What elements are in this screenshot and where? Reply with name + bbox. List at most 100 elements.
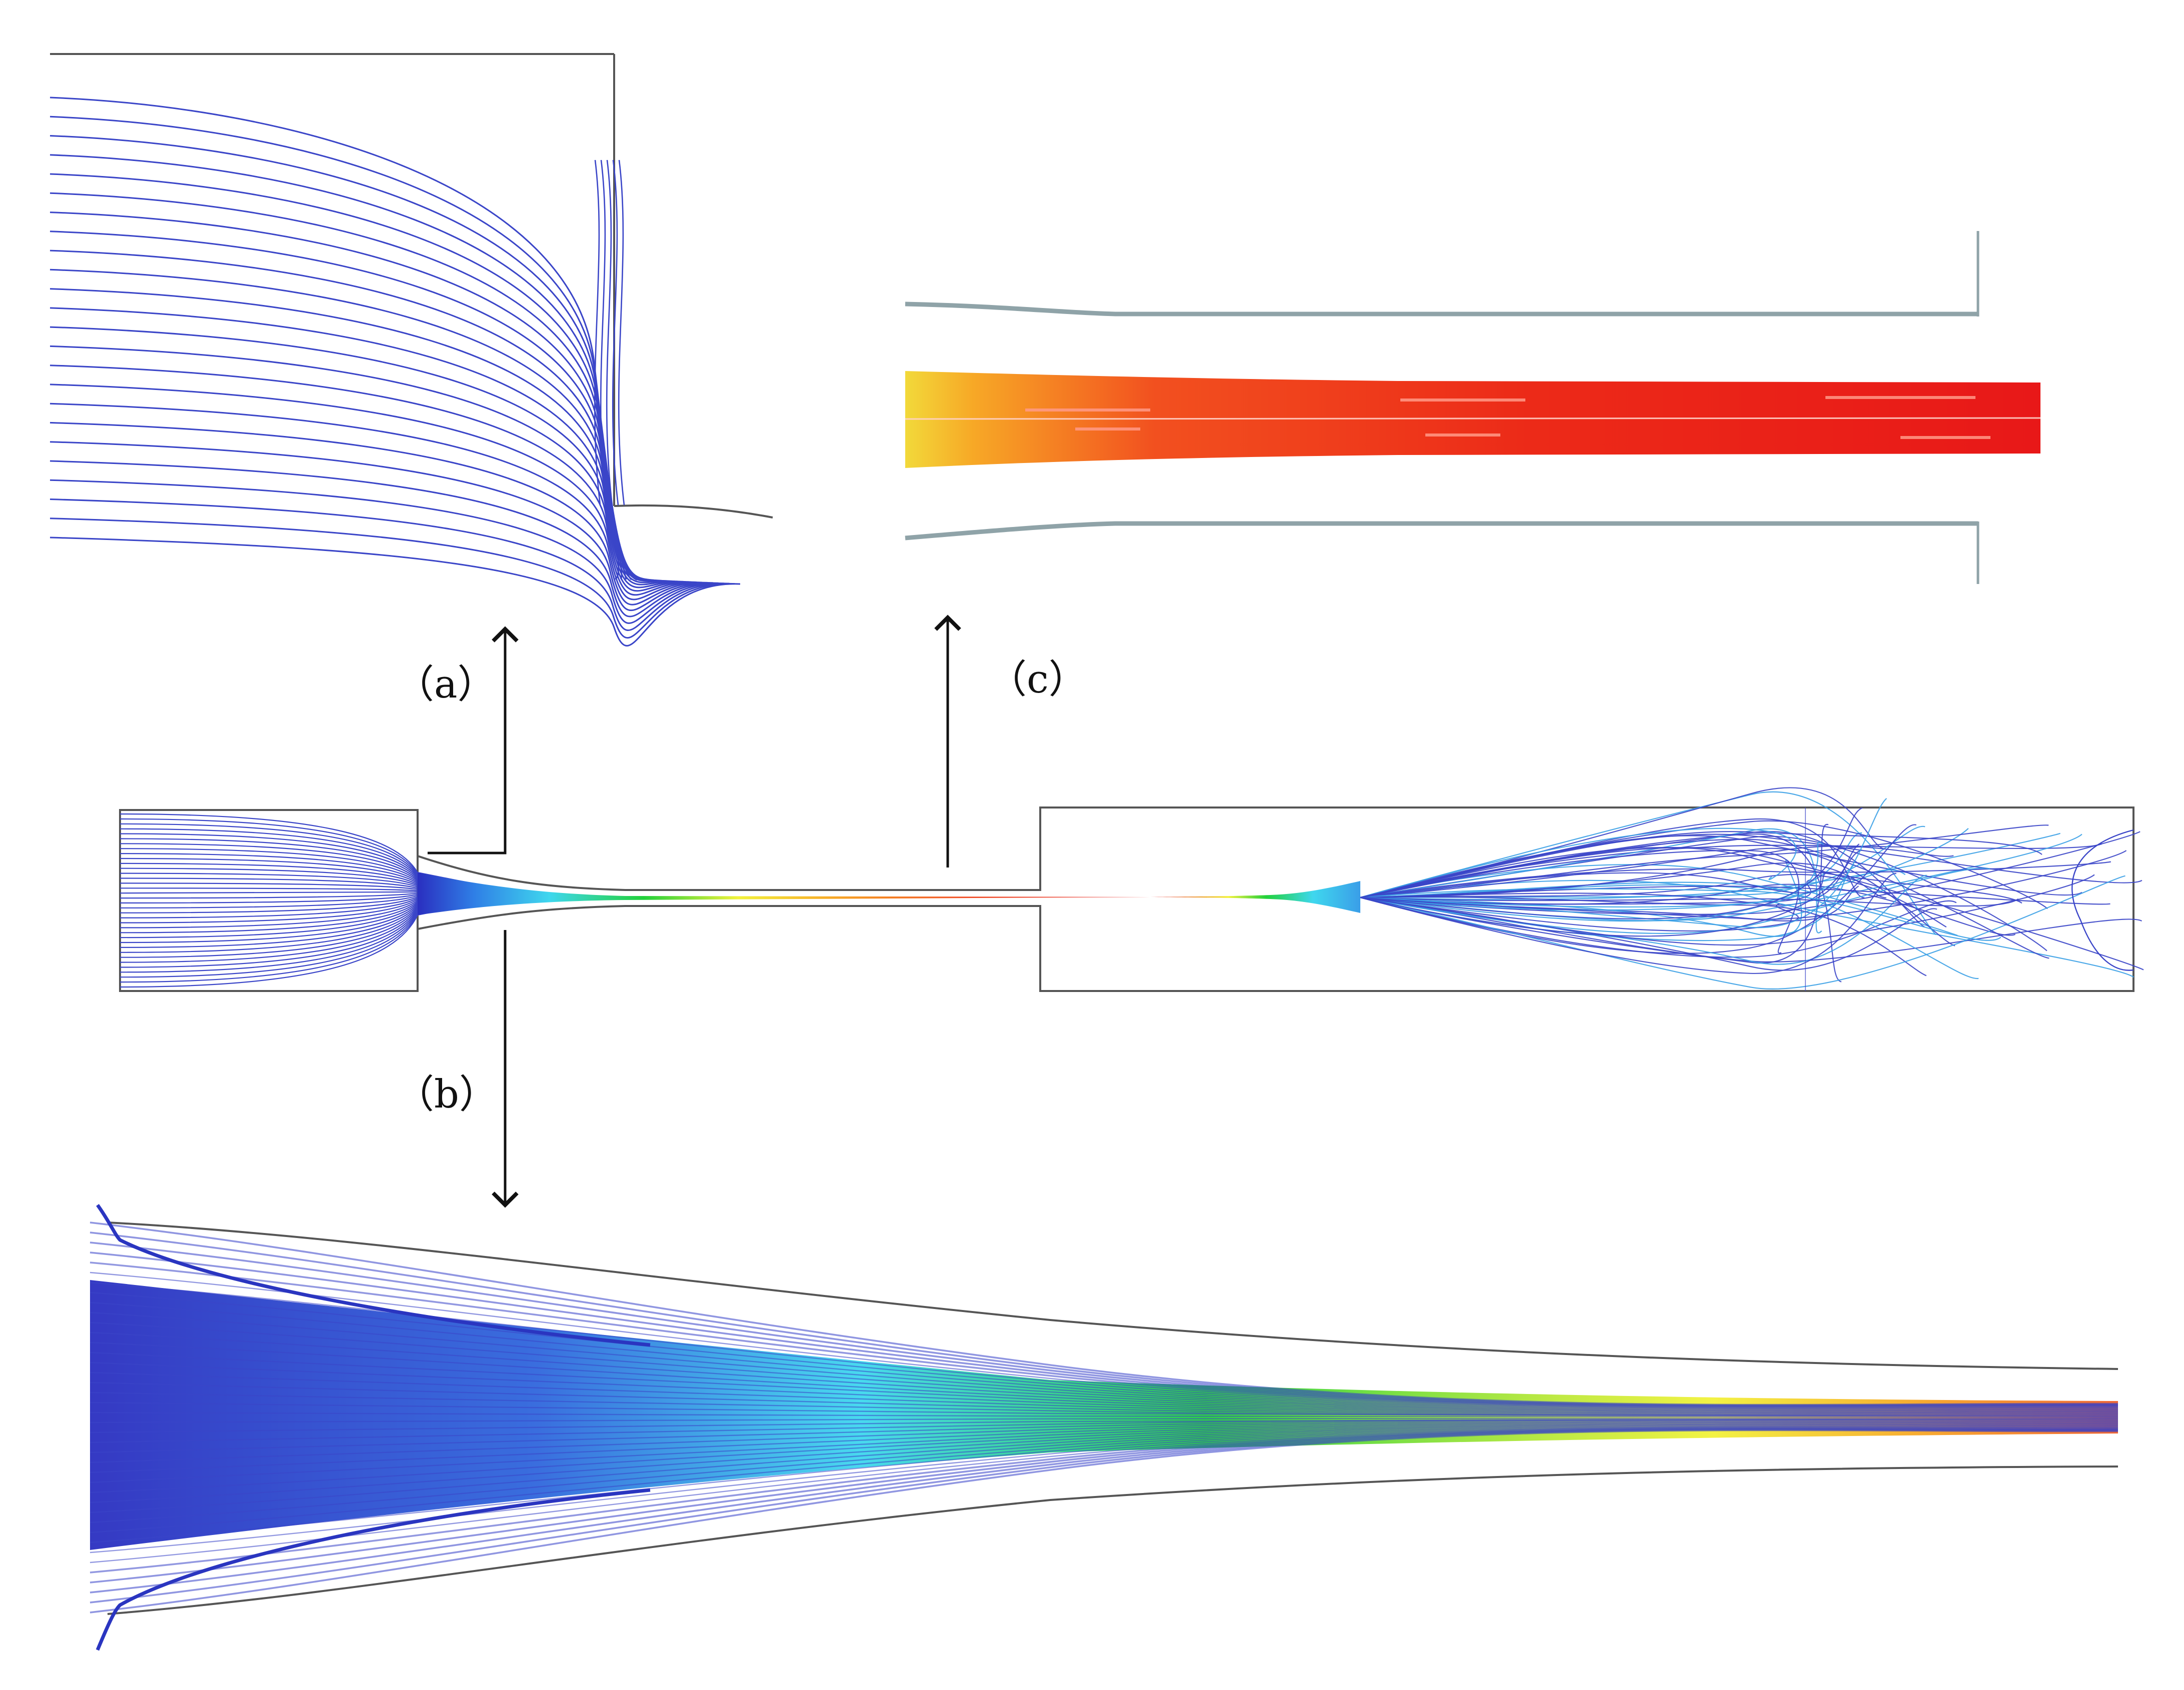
panel-c-centerline — [905, 417, 2041, 420]
outlet-streamline — [1360, 807, 1863, 920]
inlet-streamline — [120, 896, 481, 934]
panel-a-streamline — [50, 460, 719, 618]
outlet-streamline — [1360, 872, 1896, 974]
panel-a-streamline — [50, 250, 659, 582]
panel-b-streamline — [90, 1322, 2118, 1412]
panel-b-streamline — [90, 1302, 2118, 1411]
panel-a-streamline — [50, 402, 702, 600]
contraction-upper-wall — [417, 855, 1040, 891]
outlet-streamline — [1360, 875, 2125, 990]
inlet-streamline — [120, 900, 481, 968]
panel-a-streamline — [50, 384, 697, 596]
inlet-streamline — [120, 898, 481, 958]
outlet-streamline — [1360, 828, 1969, 911]
outlet-streamline — [1360, 874, 1947, 928]
panel-b-streamline — [90, 1422, 2118, 1494]
panel-b-streamline — [90, 1372, 2118, 1416]
outlet-streamline — [1360, 832, 2060, 900]
outlet-streamline — [1360, 862, 1886, 898]
panel-a-streamline — [50, 422, 708, 606]
panel-a-streamline — [50, 230, 654, 582]
panel-b-streamline — [90, 1292, 2118, 1410]
outlet-streamline — [1360, 861, 2111, 898]
panel-b-streamline — [90, 1424, 2118, 1524]
panel-a-streamline — [50, 116, 623, 580]
callout-arrows — [428, 614, 961, 1208]
panel-a-streamline — [50, 345, 686, 588]
panel-b-streamline — [90, 1412, 2118, 1418]
panel-a-streamline — [50, 364, 692, 592]
panel-b-streamline — [90, 1422, 2118, 1504]
panel-b-upper-edge-stream — [96, 1204, 651, 1347]
inlet-streamline — [120, 858, 481, 890]
panel-a-inlet-corner — [50, 53, 773, 646]
panel-b-streamline — [90, 1420, 2118, 1464]
panel-a-streamlines — [50, 96, 741, 646]
panel-a-recirculation-line — [612, 160, 619, 506]
panel-b-streamline — [90, 1417, 2118, 1424]
outlet-streamline — [1360, 846, 1954, 898]
inlet-streamline — [120, 896, 481, 928]
panel-b-lower-edge-stream — [96, 1488, 651, 1651]
inlet-streamline — [120, 833, 481, 888]
inlet-streamline — [120, 900, 481, 973]
outlet-streamline — [1360, 882, 1979, 980]
inlet-streamline — [120, 868, 481, 892]
inlet-streamline — [120, 882, 481, 893]
inlet-streamline — [120, 891, 481, 894]
panel-a-streamline — [50, 441, 713, 612]
panel-b-streamline — [90, 1282, 2118, 1410]
panel-c-upper-wall — [905, 302, 1978, 316]
inlet-streamline — [120, 896, 481, 938]
label-b: （b） — [395, 1072, 498, 1117]
panel-b-streamline — [90, 1425, 2118, 1544]
outlet-streamline — [1360, 850, 2127, 920]
inlet-streamlines — [120, 813, 481, 988]
panel-a-streamline — [50, 173, 638, 581]
outlet-streamline — [1360, 848, 1955, 946]
outlet-streamline — [1360, 874, 2095, 946]
outlet-streamline — [1360, 838, 2049, 959]
inlet-streamline — [120, 862, 481, 891]
outlet-recirculation-line — [2071, 829, 2134, 971]
inlet-streamline — [120, 848, 481, 890]
outlet-streamline — [1360, 888, 2001, 941]
outlet-chamber — [1039, 806, 2134, 992]
panel-c-jet-streaks — [905, 396, 2041, 439]
contraction-lower-wall — [417, 905, 1040, 930]
panel-b-lower-wall — [107, 1466, 2118, 1615]
panel-c-jet — [905, 371, 2040, 468]
outlet-streamline — [1360, 872, 1830, 898]
panel-b-streamline — [90, 1424, 2118, 1534]
outlet-streamline — [1360, 824, 2049, 898]
inlet-streamline — [120, 838, 481, 888]
panel-b-contraction-detail — [90, 1204, 2118, 1651]
panel-a-streamline — [50, 479, 724, 624]
outlet-streamline — [1360, 831, 2140, 915]
inlet-streamline — [120, 897, 481, 944]
outlet-streamline — [1360, 818, 1865, 898]
inlet-streamline — [120, 878, 481, 892]
panel-a-streamline — [50, 307, 675, 584]
panel-a-streamline — [50, 536, 741, 646]
arrow-a — [428, 626, 519, 854]
panel-b-upper-wall — [107, 1222, 2118, 1370]
outlet-streamline — [1360, 896, 2019, 907]
outlet-streamline — [1360, 791, 1936, 936]
panel-b-streamline — [90, 1272, 2118, 1409]
inlet-streamline — [120, 828, 481, 888]
panel-a-streamline — [50, 268, 664, 582]
panel-b-streamline — [90, 1312, 2118, 1412]
panel-a-streamline — [50, 135, 627, 580]
panel-a-streamline — [50, 96, 620, 580]
outlet-streamline — [1360, 798, 1887, 928]
inlet-streamline — [120, 893, 481, 904]
panel-c-lower-wall — [905, 521, 1978, 540]
outlet-streamline — [1360, 846, 2022, 904]
panel-a-streamline — [50, 518, 735, 639]
panel-a-contraction-wall — [614, 504, 773, 518]
outlet-streamline — [1360, 846, 2144, 970]
outlet-streamline — [1360, 824, 1917, 954]
